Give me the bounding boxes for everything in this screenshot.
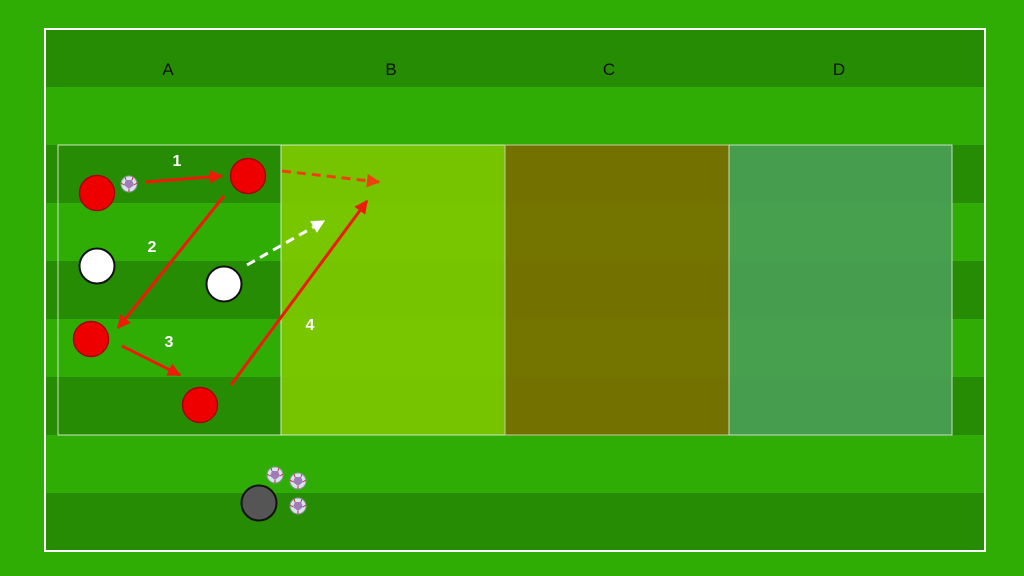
zone-d-area bbox=[728, 144, 953, 436]
soccer-ball-icon bbox=[289, 472, 307, 490]
step-label-1: 1 bbox=[173, 153, 182, 170]
zone-a-area bbox=[57, 144, 282, 436]
step-label-3: 3 bbox=[165, 334, 174, 351]
pass-arrow-4 bbox=[229, 199, 369, 386]
white-player-1 bbox=[78, 247, 116, 285]
red-player-4 bbox=[181, 386, 219, 424]
coach-player bbox=[240, 484, 278, 522]
step-label-2: 2 bbox=[148, 239, 157, 256]
pass-arrow-3 bbox=[121, 344, 182, 377]
pitch-boundary bbox=[44, 28, 986, 552]
zone-label-b: B bbox=[385, 60, 396, 79]
zone-b-area bbox=[280, 144, 506, 436]
run-arrow-red bbox=[281, 169, 381, 188]
soccer-ball-icon bbox=[266, 466, 284, 484]
pass-arrow-1 bbox=[145, 170, 224, 184]
soccer-ball-icon bbox=[120, 175, 138, 193]
red-player-1 bbox=[78, 174, 116, 212]
zone-c-area bbox=[504, 144, 730, 436]
zone-label-c: C bbox=[603, 60, 615, 79]
zone-label-a: A bbox=[162, 60, 174, 79]
pass-arrow-2 bbox=[116, 195, 226, 330]
red-player-2 bbox=[229, 157, 267, 195]
step-label-4: 4 bbox=[306, 317, 315, 334]
white-player-2 bbox=[205, 265, 243, 303]
soccer-ball-icon bbox=[289, 497, 307, 515]
zone-label-d: D bbox=[833, 60, 845, 79]
red-player-3 bbox=[72, 320, 110, 358]
